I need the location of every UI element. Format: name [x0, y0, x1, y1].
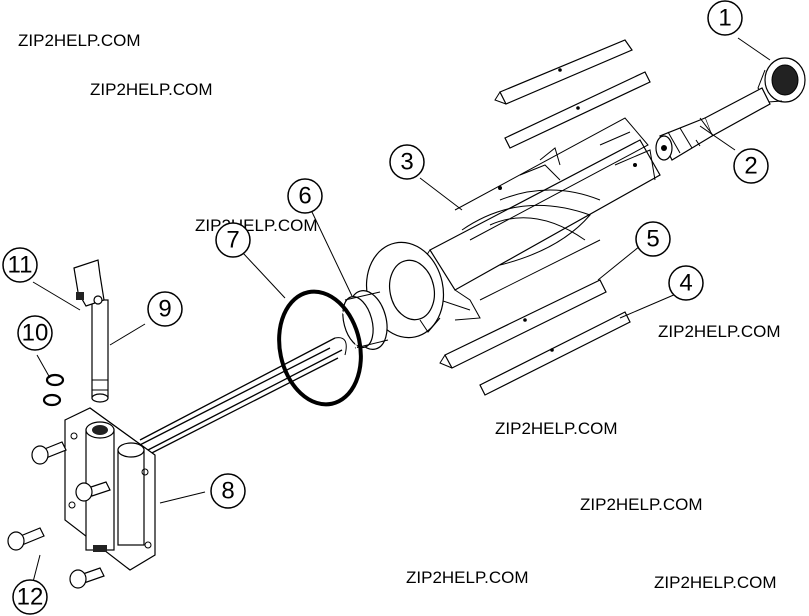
svg-text:8: 8 [221, 478, 234, 505]
callout-9: 9 [147, 291, 183, 327]
callout-10: 10 [17, 315, 53, 351]
svg-text:5: 5 [646, 226, 659, 253]
upper-blades [494, 39, 651, 149]
part-12-bolts [7, 441, 111, 589]
callout-3: 3 [389, 144, 425, 180]
svg-text:10: 10 [22, 320, 49, 347]
part-1-end-cap [757, 57, 806, 103]
bolt [69, 567, 105, 589]
callout-7: 7 [215, 222, 251, 258]
callout-6: 6 [287, 178, 323, 214]
svg-text:11: 11 [8, 252, 33, 279]
part-9-sensor-tube [91, 299, 109, 403]
part-7-gasket [277, 289, 363, 407]
svg-text:1: 1 [718, 5, 731, 32]
part-8-heating-element [64, 337, 347, 571]
part-4-lower-blade [479, 311, 631, 396]
svg-text:6: 6 [298, 183, 311, 210]
svg-text:7: 7 [226, 227, 239, 254]
watermark-5: ZIP2HELP.COM [495, 419, 618, 438]
svg-text:9: 9 [158, 296, 171, 323]
leader-lines [32, 37, 771, 583]
svg-text:4: 4 [679, 270, 692, 297]
watermark-6: ZIP2HELP.COM [580, 495, 703, 514]
callout-4: 4 [668, 265, 704, 301]
callout-11: 11 [2, 247, 38, 283]
part-11-bracket [73, 259, 105, 307]
callout-8: 8 [210, 473, 246, 509]
svg-text:12: 12 [17, 584, 44, 611]
watermark-1: ZIP2HELP.COM [18, 31, 141, 50]
part-10-o-rings [42, 373, 65, 407]
watermark-4: ZIP2HELP.COM [658, 322, 781, 341]
callout-1: 1 [707, 0, 743, 36]
front-plate [365, 241, 445, 339]
bolt [31, 441, 67, 465]
bolt [7, 527, 45, 551]
svg-text:3: 3 [400, 149, 413, 176]
callout-2: 2 [733, 148, 769, 184]
callout-5: 5 [635, 221, 671, 257]
part-2-drive-shaft [655, 87, 771, 161]
bolt [75, 481, 111, 502]
callout-12: 12 [12, 579, 48, 615]
svg-text:2: 2 [744, 153, 757, 180]
watermark-2: ZIP2HELP.COM [90, 80, 213, 99]
watermark-8: ZIP2HELP.COM [654, 573, 777, 592]
part-3-auger-cage [423, 117, 661, 321]
watermark-7: ZIP2HELP.COM [406, 568, 529, 587]
part-5-lower-blade [439, 279, 607, 369]
